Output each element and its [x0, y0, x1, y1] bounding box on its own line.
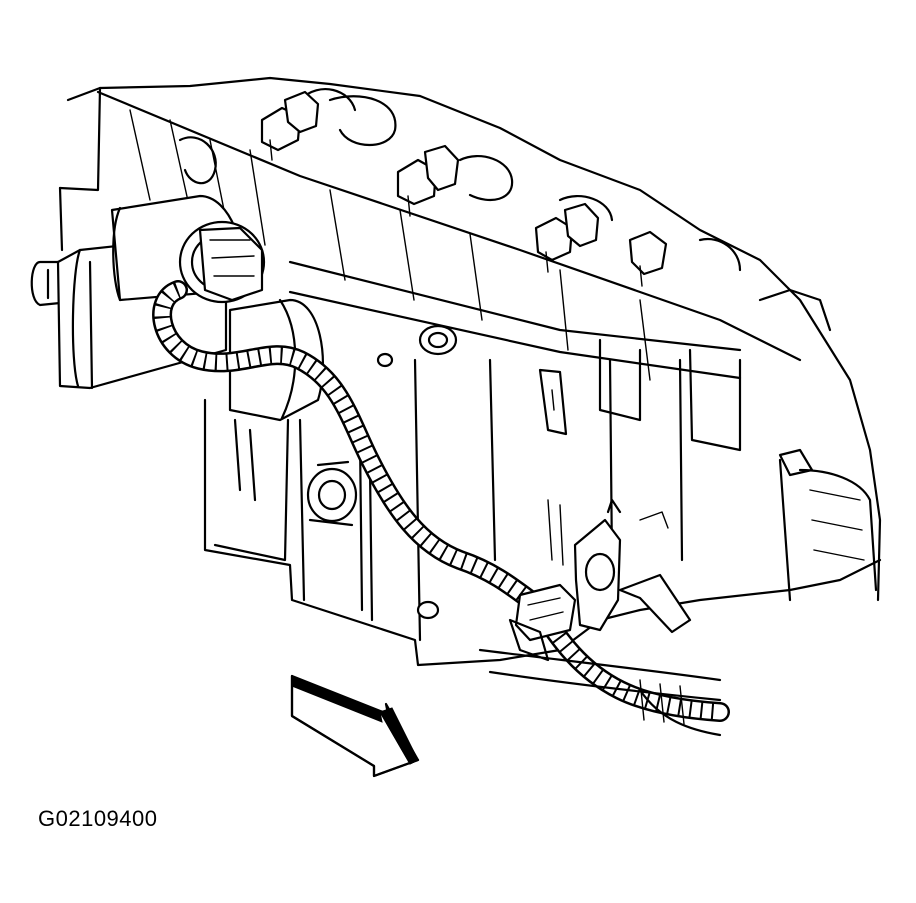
- intake-manifold: [288, 260, 742, 452]
- front-direction-arrow-icon: [290, 674, 420, 778]
- starter-motor: [30, 194, 325, 422]
- oil-pan: [203, 358, 882, 667]
- exhaust-pipe: [478, 648, 722, 725]
- coil-pack-row: [260, 90, 668, 287]
- sensor-connector-cluster: [376, 352, 814, 662]
- figure-code: G02109400: [38, 806, 158, 831]
